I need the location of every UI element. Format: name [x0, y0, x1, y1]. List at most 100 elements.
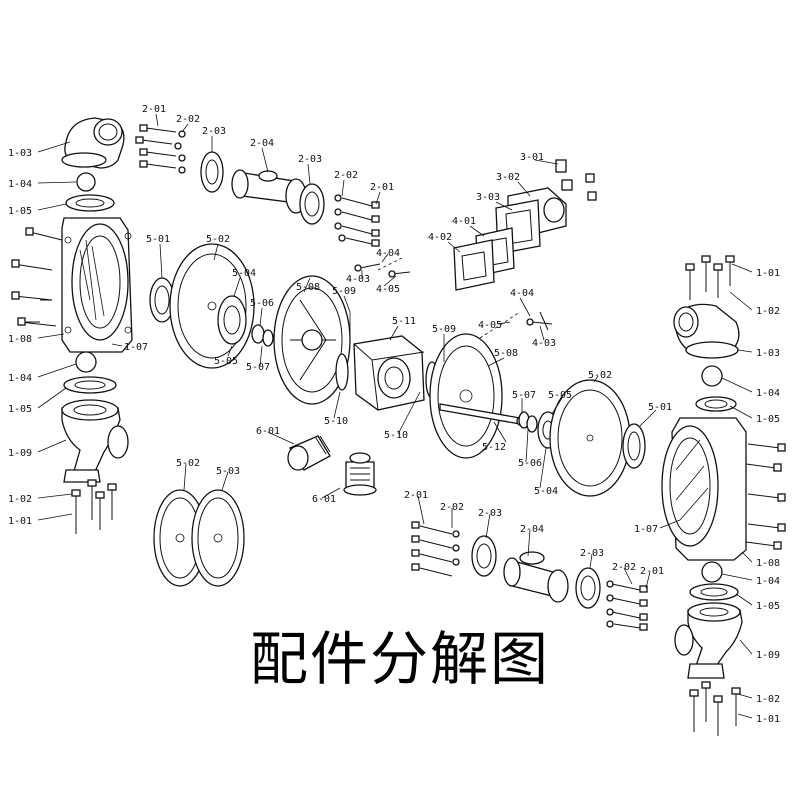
part-labels: 1-03 1-04 1-05 1-08 1-07 1-04 1-05 1-09 … [8, 104, 780, 725]
label-2-03: 2-03 [202, 126, 226, 137]
label-1-01: 1-01 [8, 516, 32, 527]
spare-diaphragm-5-03 [191, 489, 245, 587]
label-1-03: 1-03 [756, 348, 780, 359]
label-5-11: 5-11 [392, 316, 416, 327]
label-1-04: 1-04 [756, 388, 780, 399]
label-1-03: 1-03 [8, 148, 32, 159]
left-bolts-body [11, 227, 63, 327]
label-1-01: 1-01 [756, 714, 780, 725]
label-2-03: 2-03 [580, 548, 604, 559]
left-seat-1-05-bottom [63, 376, 117, 394]
bottom-manifold-2-04 [503, 551, 569, 603]
right-top-bolts-1-01 [685, 255, 735, 300]
label-4-05: 4-05 [478, 320, 502, 331]
muffler-6-01b [343, 452, 377, 496]
right-ball-1-04-bottom [701, 561, 723, 583]
left-seat-1-05-top [65, 194, 115, 212]
label-5-02: 5-02 [176, 458, 200, 469]
label-5-04: 5-04 [232, 268, 256, 279]
label-5-09: 5-09 [432, 324, 456, 335]
right-shaft-parts-5-07 [518, 411, 538, 433]
left-ball-1-04-bottom [75, 351, 97, 373]
label-1-05: 1-05 [756, 414, 780, 425]
bottom-gasket-2-03b [575, 567, 601, 609]
right-elbow-1-03 [673, 303, 740, 359]
label-4-04: 4-04 [376, 248, 400, 259]
spare-diaphragm-5-02 [153, 489, 207, 587]
label-2-02: 2-02 [612, 562, 636, 573]
label-5-06: 5-06 [250, 298, 274, 309]
label-2-04: 2-04 [520, 524, 544, 535]
label-4-02: 4-02 [428, 232, 452, 243]
bottom-bolts-2-01b [606, 580, 648, 631]
label-2-01: 2-01 [370, 182, 394, 193]
label-5-08: 5-08 [296, 282, 320, 293]
bottom-bolts-2-01 [411, 521, 460, 577]
label-2-03: 2-03 [298, 154, 322, 165]
top-left-bolts-2-01b [334, 194, 380, 247]
label-3-03: 3-03 [476, 192, 500, 203]
center-body-5-08 [273, 275, 351, 405]
label-1-05: 1-05 [756, 601, 780, 612]
label-1-09: 1-09 [756, 650, 780, 661]
label-2-01: 2-01 [404, 490, 428, 501]
left-ball-1-04-top [76, 172, 96, 192]
label-1-02: 1-02 [756, 694, 780, 705]
label-5-10: 5-10 [324, 416, 348, 427]
label-1-07: 1-07 [634, 524, 658, 535]
label-4-04: 4-04 [510, 288, 534, 299]
top-left-gasket-2-03b [299, 183, 325, 225]
small-parts-4-04b [479, 311, 553, 339]
right-bottom-bolts [689, 681, 741, 736]
muffler-6-01a [287, 435, 331, 471]
label-5-04: 5-04 [534, 486, 558, 497]
label-1-05: 1-05 [8, 404, 32, 415]
top-left-gasket-2-03 [200, 151, 224, 193]
left-elbow-1-03 [61, 117, 125, 169]
center-oring-5-10a [335, 353, 349, 391]
label-1-09: 1-09 [8, 448, 32, 459]
top-left-manifold-2-04 [231, 169, 307, 214]
right-ball-1-04-top [701, 365, 723, 387]
label-2-02: 2-02 [176, 114, 200, 125]
label-1-08: 1-08 [756, 558, 780, 569]
label-4-03: 4-03 [346, 274, 370, 285]
label-1-08: 1-08 [8, 334, 32, 345]
label-1-04: 1-04 [756, 576, 780, 587]
label-2-02: 2-02 [334, 170, 358, 181]
label-5-01: 5-01 [648, 402, 672, 413]
label-5-05: 5-05 [548, 390, 572, 401]
right-diaphragm-5-01 [622, 423, 646, 469]
center-block-5-11 [353, 335, 425, 411]
top-valve-3-01 [555, 159, 597, 201]
right-seat-1-05-top [695, 396, 737, 412]
left-inlet-1-09 [61, 399, 129, 483]
label-2-02: 2-02 [440, 502, 464, 513]
label-5-01: 5-01 [146, 234, 170, 245]
right-body-bolts [745, 443, 786, 550]
right-inlet-1-09 [674, 602, 743, 679]
label-1-01: 1-01 [756, 268, 780, 279]
left-chamber-1-08 [61, 217, 133, 353]
label-5-07: 5-07 [246, 362, 270, 373]
left-plate-5-04 [217, 295, 247, 345]
label-1-04: 1-04 [8, 373, 32, 384]
label-5-07: 5-07 [512, 390, 536, 401]
bottom-gasket-2-03 [471, 535, 497, 577]
label-5-05: 5-05 [214, 356, 238, 367]
label-1-02: 1-02 [756, 306, 780, 317]
label-4-01: 4-01 [452, 216, 476, 227]
label-6-01: 6-01 [256, 426, 280, 437]
label-5-12: 5-12 [482, 442, 506, 453]
label-1-07: 1-07 [124, 342, 148, 353]
leader-lines [37, 113, 753, 719]
label-2-01: 2-01 [640, 566, 664, 577]
label-2-04: 2-04 [250, 138, 274, 149]
label-4-05: 4-05 [376, 284, 400, 295]
right-seat-1-05-bottom [689, 583, 739, 601]
label-5-08: 5-08 [494, 348, 518, 359]
right-chamber-1-08 [661, 417, 747, 561]
label-2-03: 2-03 [478, 508, 502, 519]
left-shaft-parts-5-06 [251, 324, 274, 347]
label-3-02: 3-02 [496, 172, 520, 183]
